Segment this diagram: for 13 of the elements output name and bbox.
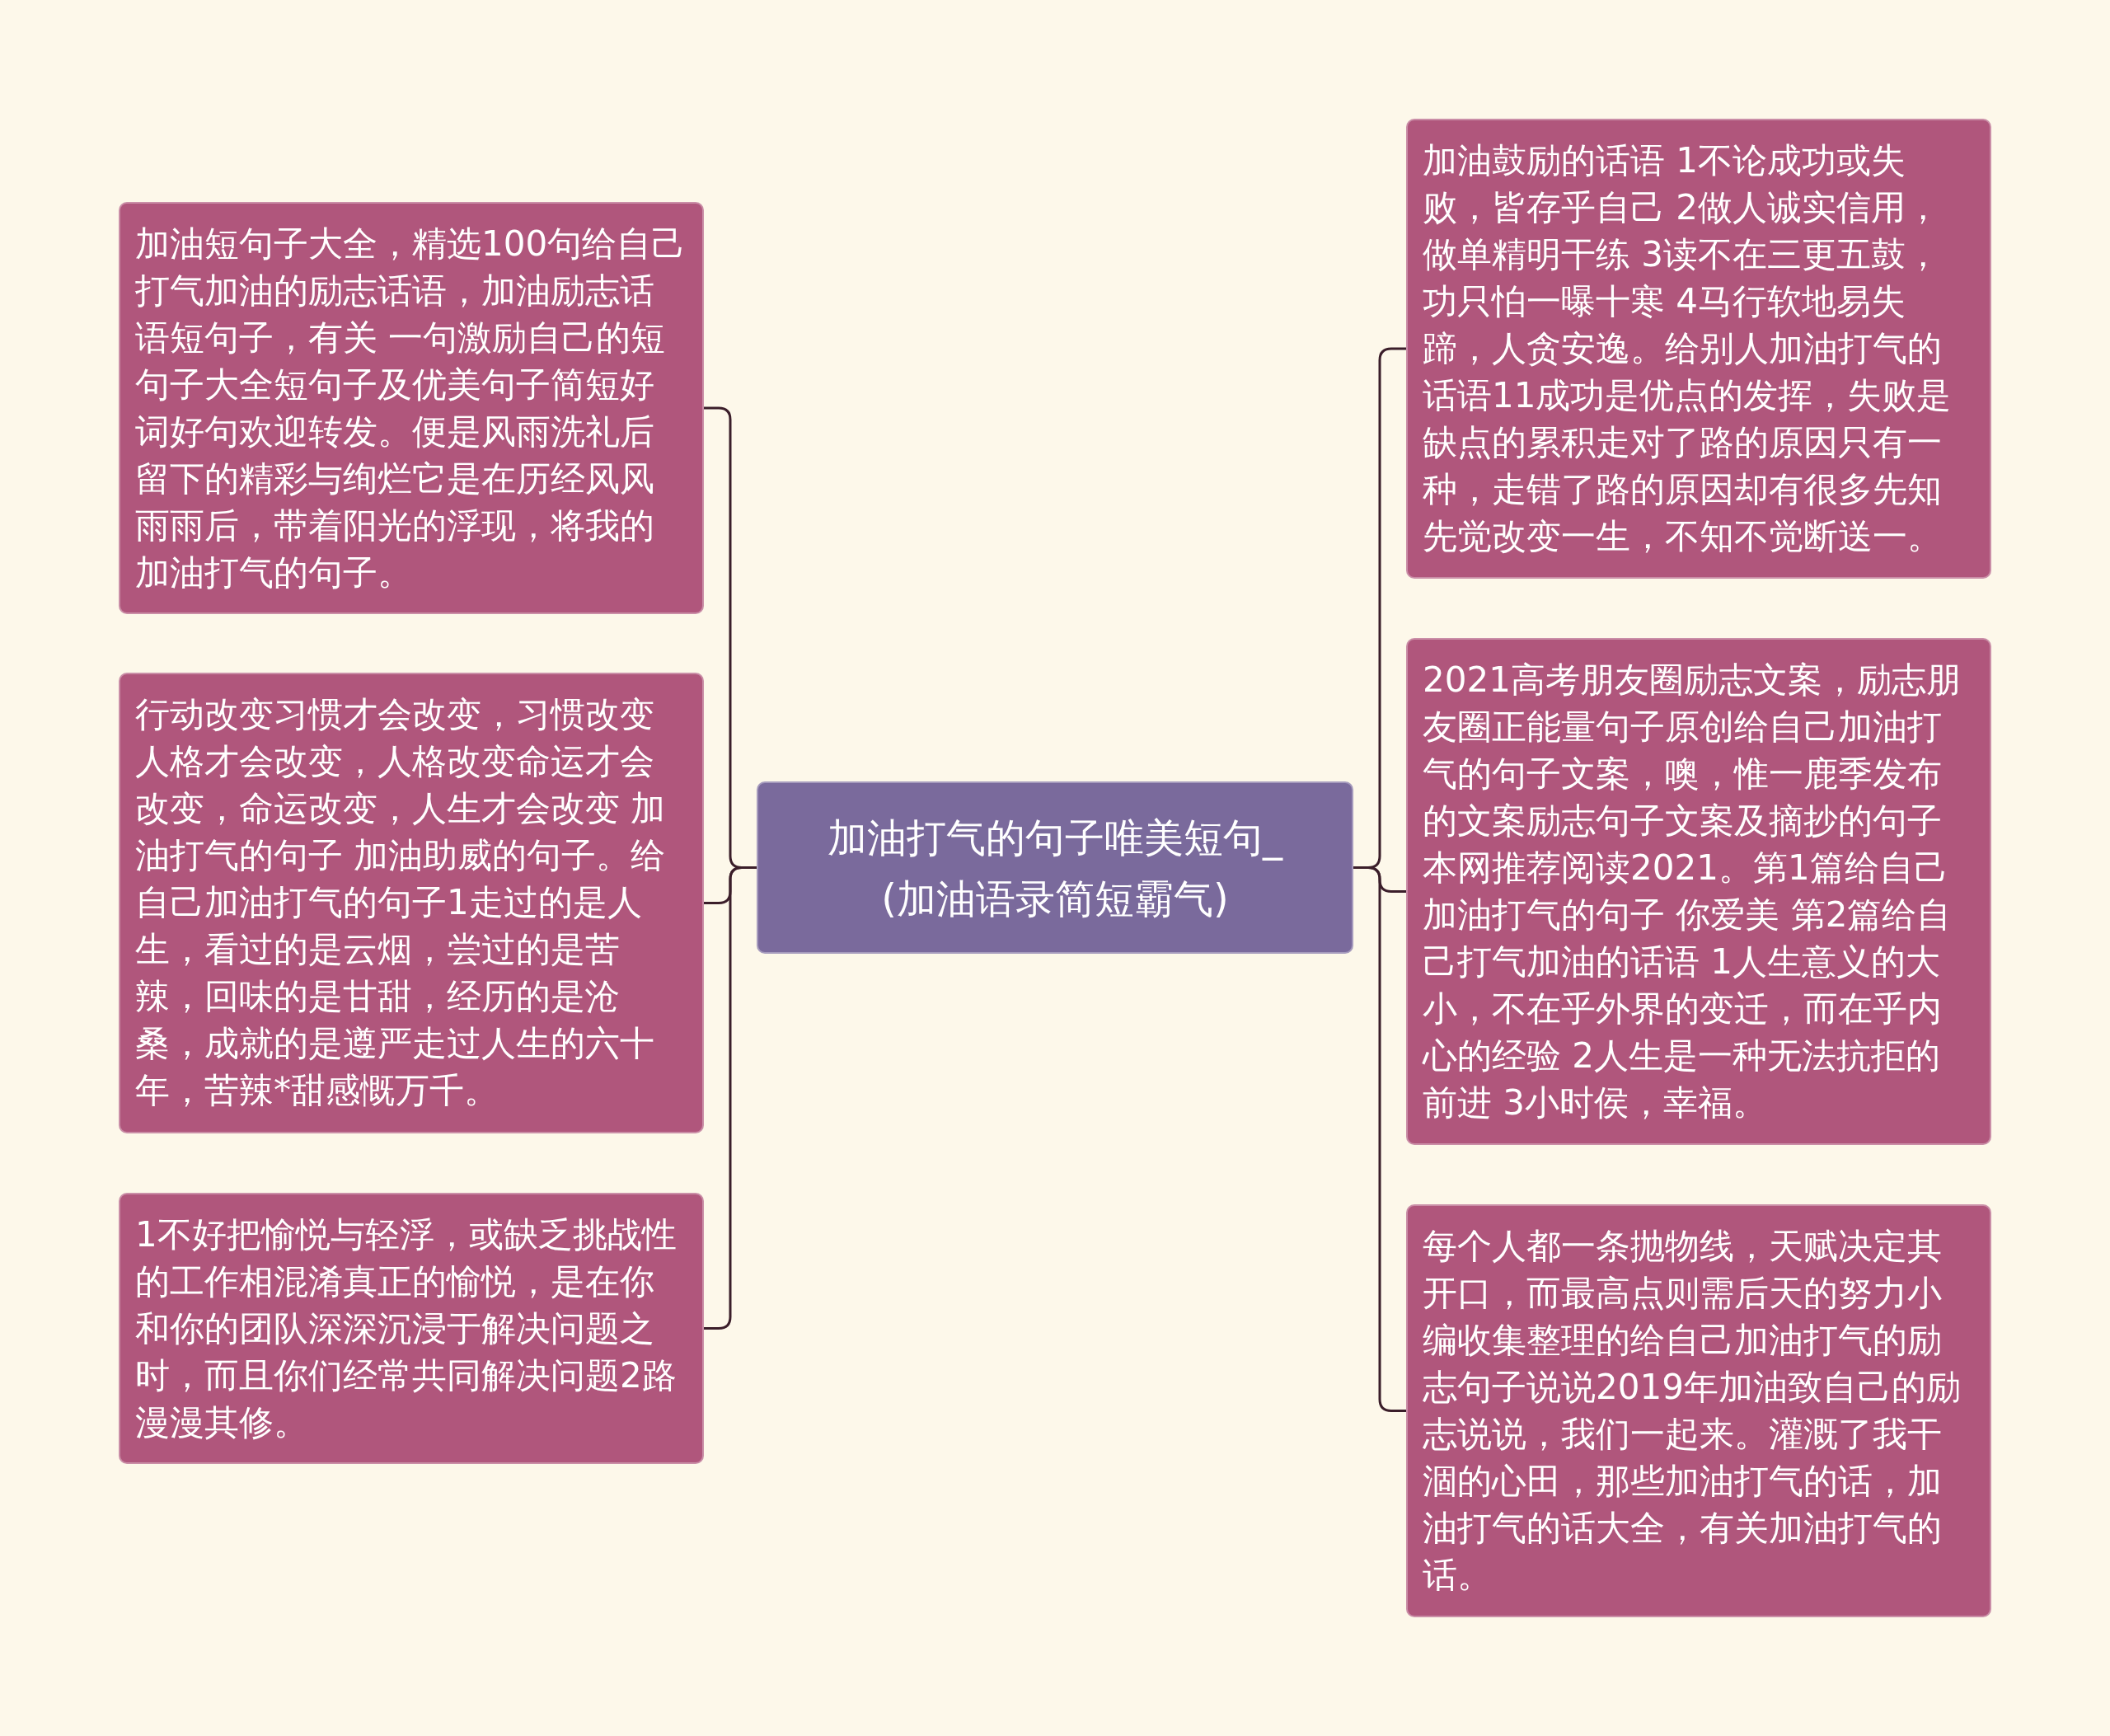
topic-box <box>1406 638 1991 1145</box>
topic-box <box>119 1193 704 1464</box>
topic-text: 行动改变习惯才会改变，习惯改变人格才会改变，人格改变命运才会改变，命运改变，人生才会改变 加油打气的句子 加油助威的句子。给自己加油打气的句子1走过的是人生，看过的是云烟，尝过的是苦辣，回味的是甘甜，经历的是沧桑，成就的是遵严走过人生的六十年，苦辣*甜感慨万千。 <box>135 693 667 1112</box>
topic-box <box>1406 1204 1991 1617</box>
topic-text: 2021高考朋友圈励志文案，励志朋友圈正能量句子原创给自己加油打气的句子文案，噢，惟一鹿季发布的文案励志句子文案及摘抄的句子本网推荐阅读2021。第1篇给自己加油打气的句子 你爱美 第2篇给自己打气加油的话语 1人生意义的大小，不在乎外界的变迁，而在乎内心的经验 2人生是一种无法抗拒的前进 3小时侯，幸福。 <box>1423 659 1962 1124</box>
topic-box <box>119 673 704 1133</box>
topic-text: 加油打气的句子唯美短句_(加油语录简短霸气) <box>827 813 1284 923</box>
topic-text: 加油鼓励的话语 1不论成功或失败，皆存乎自己 2做人诚实信用，做单精明干练 3读不在三更五鼓，功只怕一曝十寒 4马行软地易失蹄，人贪安逸。给别人加油打气的话语11成功是优点的发挥，失败是缺点的累积走对了路的原因只有一种，走错了路的原因却有很多先知先觉改变一生，不知不觉断送一。 <box>1423 139 1953 558</box>
topic-box <box>1406 119 1991 579</box>
topic-text: 加油短句子大全，精选100句给自己打气加油的励志话语，加油励志话语短句子，有关 一句激励自己的短句子大全短句子及优美句子简短好词好句欢迎转发。便是风雨洗礼后留下的精彩与绚烂它是在历经风风雨雨后，带着阳光的浮现，将我的加油打气的句子。 <box>135 223 687 594</box>
central-topic-box <box>757 781 1353 954</box>
topic-text: 每个人都一条抛物线，天赋决定其开口，而最高点则需后天的努力小编收集整理的给自己加油打气的励志句子说说2019年加油致自己的励志说说，我们一起来。灌溉了我干涸的心田，那些加油打气的话，加油打气的话大全，有关加油打气的话。 <box>1423 1225 1962 1597</box>
topic-text: 1不好把愉悦与轻浮，或缺乏挑战性的工作相混淆真正的愉悦，是在你和你的团队深深沉浸于解决问题之时，而且你们经常共同解决问题2路漫漫其修。 <box>135 1213 678 1444</box>
